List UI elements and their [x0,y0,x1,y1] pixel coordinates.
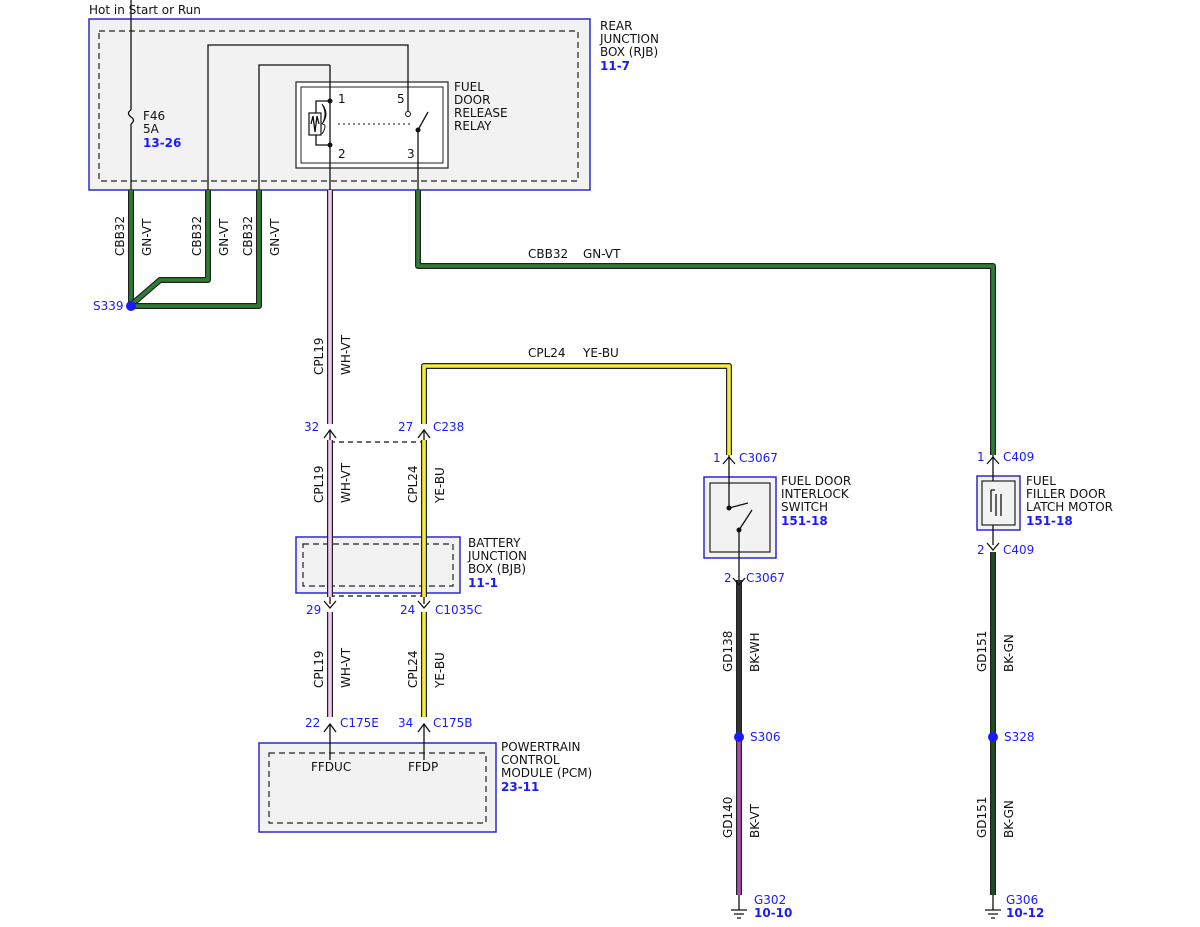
ground-g306-ref[interactable]: 10-12 [1006,906,1044,920]
ground-g302-label: G302 [754,893,786,907]
wire-label-cpl19-c: CPL19 [312,650,326,688]
motor-name-line3: LATCH MOTOR [1026,500,1113,514]
wire-label-cbb32-a: CBB32 [113,216,127,256]
bjb-name-line1: BATTERY [468,536,521,550]
fuse-id: F46 [143,109,165,123]
c3067-pin-1: 1 [713,451,721,465]
fuse-rating: 5A [143,122,160,136]
c1035c-pin-24: 24 [400,603,415,617]
wire-color-bk-wh: BK-WH [748,632,762,672]
bjb-name-line2: JUNCTION [467,549,527,563]
motor-name-line1: FUEL [1026,474,1056,488]
switch-name-line3: SWITCH [781,500,828,514]
ground-g306-label: G306 [1006,893,1038,907]
wire-color-gn-vt-c: GN-VT [268,218,282,256]
wire-label-cbb32-d: CBB32 [528,247,568,261]
c3067-label-top: C3067 [739,451,778,465]
pcm-pin-ffduc: FFDUC [311,760,351,774]
c238-label: C238 [433,420,464,434]
relay-pin-3: 3 [407,147,415,161]
c1035c-pin-29: 29 [306,603,321,617]
fuel-filler-door-latch-motor[interactable] [976,475,1021,531]
wire-color-wh-vt-c: WH-VT [339,647,353,688]
c409-pin-1: 1 [977,450,985,464]
c238-pin-27: 27 [398,420,413,434]
pcm-name-line1: POWERTRAIN [501,740,581,754]
wire-label-cpl19-b: CPL19 [312,465,326,503]
fuse-ref[interactable]: 13-26 [143,136,181,150]
wires [128,190,996,895]
relay-name-line2: DOOR [454,93,490,107]
relay-name-line1: FUEL [454,80,484,94]
wire-color-ye-bu-a: YE-BU [582,346,619,360]
switch-ref[interactable]: 151-18 [781,514,828,528]
wire-label-gd138: GD138 [721,631,735,672]
splice-s306-label: S306 [750,730,781,744]
rjb-name-line1: REAR [600,19,632,33]
wire-color-gn-vt-b: GN-VT [217,218,231,256]
rjb-name-line2: JUNCTION [599,32,659,46]
power-source-label: Hot in Start or Run [89,3,201,17]
c175b-label: C175B [433,716,473,730]
wire-color-wh-vt-b: WH-VT [339,462,353,503]
wire-label-gd151-a: GD151 [975,631,989,672]
pcm-pin-ffdp: FFDP [408,760,438,774]
connector-chevrons [323,428,1000,733]
wire-color-wh-vt-a: WH-VT [339,334,353,375]
wire-color-gn-vt-a: GN-VT [140,218,154,256]
rjb-ref[interactable]: 11-7 [600,59,630,73]
battery-junction-box[interactable] [295,536,461,594]
wire-label-gd140: GD140 [721,797,735,838]
relay-pin-1: 1 [338,92,346,106]
relay-name-line3: RELEASE [454,106,508,120]
wire-color-bk-vt: BK-VT [748,803,762,838]
rjb-name-line3: BOX (RJB) [600,45,658,59]
wire-color-ye-bu-b: YE-BU [433,467,447,504]
wire-label-gd151-b: GD151 [975,797,989,838]
powertrain-control-module[interactable] [258,742,497,833]
c409-pin-2: 2 [977,543,985,557]
pcm-name-line3: MODULE (PCM) [501,766,592,780]
wire-label-cpl19-a: CPL19 [312,337,326,375]
wire-color-gn-vt-d: GN-VT [583,247,621,261]
fuel-door-interlock-switch[interactable] [703,476,777,559]
c238-pin-32: 32 [304,420,319,434]
wire-label-cpl24-c: CPL24 [406,650,420,688]
wire-color-bk-gn-a: BK-GN [1002,634,1016,672]
c175e-label: C175E [340,716,379,730]
relay-pin-5: 5 [397,92,405,106]
c3067-pin-2: 2 [724,571,732,585]
bjb-name-line3: BOX (BJB) [468,562,526,576]
c1035c-label: C1035C [435,603,482,617]
splice-s328 [988,732,998,742]
c3067-label-bottom: C3067 [746,571,785,585]
pcm-name-line2: CONTROL [501,753,560,767]
c409-label-top: C409 [1003,450,1034,464]
wire-label-cbb32-c: CBB32 [241,216,255,256]
bjb-ref[interactable]: 11-1 [468,576,498,590]
wire-label-cpl24-a: CPL24 [528,346,566,360]
c175b-pin: 34 [398,716,413,730]
wire-label-cpl24-b: CPL24 [406,465,420,503]
switch-name-line1: FUEL DOOR [781,474,851,488]
splice-s306 [734,732,744,742]
pcm-ref[interactable]: 23-11 [501,780,539,794]
ground-g302-ref[interactable]: 10-10 [754,906,792,920]
wire-color-bk-gn-b: BK-GN [1002,800,1016,838]
switch-name-line2: INTERLOCK [781,487,850,501]
relay-name-line4: RELAY [454,119,492,133]
c409-label-bottom: C409 [1003,543,1034,557]
splice-s339-label: S339 [93,299,124,313]
splice-s339 [126,301,136,311]
relay-pin-2: 2 [338,147,346,161]
motor-name-line2: FILLER DOOR [1026,487,1106,501]
splice-s328-label: S328 [1004,730,1035,744]
c175e-pin: 22 [305,716,320,730]
wire-label-cbb32-b: CBB32 [190,216,204,256]
wire-color-ye-bu-c: YE-BU [433,652,447,689]
motor-ref[interactable]: 151-18 [1026,514,1073,528]
